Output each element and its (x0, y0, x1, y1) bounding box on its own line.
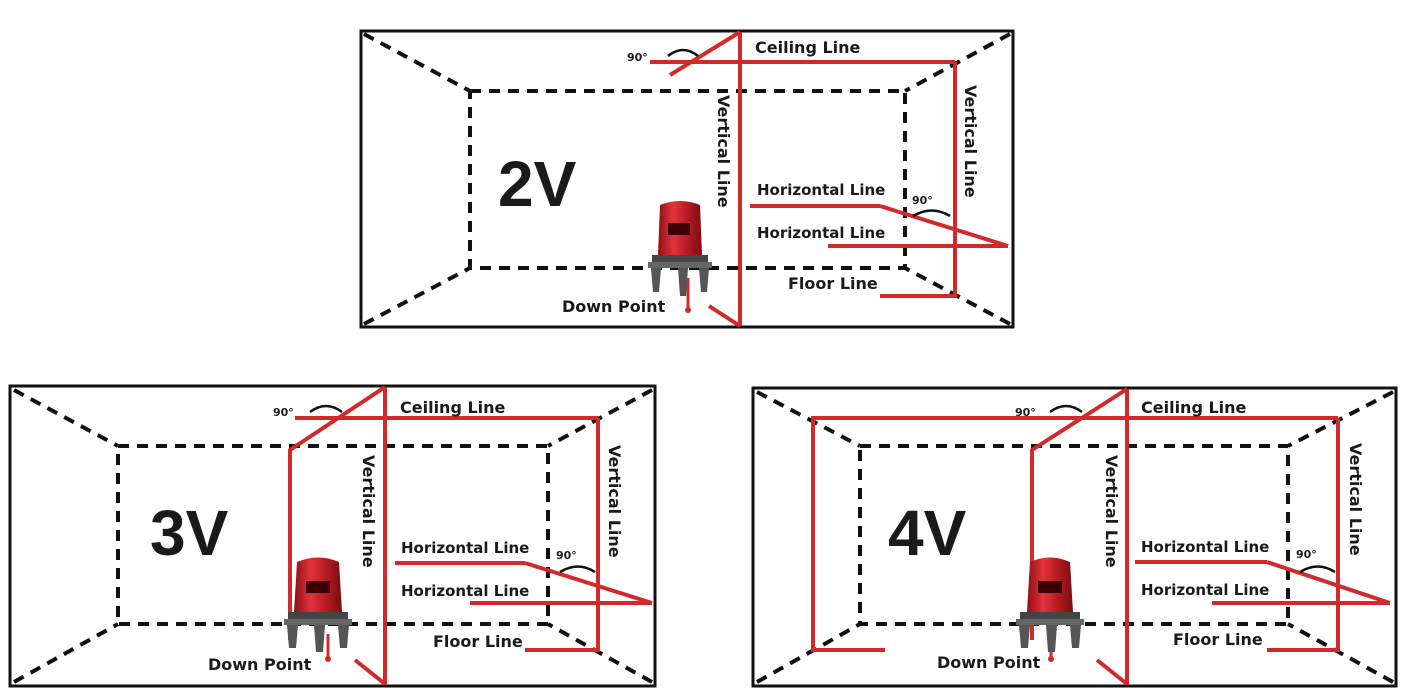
horizontal-line-label-2: Horizontal Line (1141, 581, 1269, 599)
panel-4v: 4V Ceiling Line 90° 90° Vertical Line Ve… (751, 386, 1398, 688)
horizontal-line-label-2: Horizontal Line (401, 582, 529, 600)
rotation-arrow-icon (1299, 565, 1336, 574)
rotation-arrow-icon (667, 48, 699, 58)
rotation-arrow-icon (912, 209, 951, 218)
second-vertical-laser (288, 385, 387, 640)
horizontal-line-label-2: Horizontal Line (757, 224, 885, 242)
ceiling-line-label: Ceiling Line (400, 398, 506, 417)
floor-line-label: Floor Line (1173, 630, 1263, 649)
panel-3v: 3V Ceiling Line 90° 90° Vertical Line Ve… (8, 384, 657, 688)
side-vertical-laser (1267, 418, 1340, 652)
laser-lines (288, 385, 653, 686)
down-point-dot (685, 307, 691, 313)
angle-label-top: 90° (1015, 406, 1036, 419)
room-perspective-lines (756, 390, 1394, 684)
back-vertical-laser (811, 416, 1037, 652)
horizontal-laser-diagonal (1266, 560, 1391, 605)
vertical-line-label: Vertical Line (714, 95, 733, 208)
horizontal-laser-diagonal (524, 561, 653, 605)
horizontal-line-label: Horizontal Line (1141, 538, 1269, 556)
floor-diagonal-laser (353, 658, 387, 686)
angle-label-side: 90° (1296, 548, 1317, 561)
vertical-line-label-side: Vertical Line (961, 85, 980, 198)
laser-level-icon (284, 557, 352, 662)
vertical-diagonal-laser (668, 30, 742, 77)
floor-diagonal-laser (1095, 658, 1129, 686)
ceiling-line-label: Ceiling Line (755, 38, 861, 57)
room-perspective-lines (13, 388, 653, 684)
floor-line-label: Floor Line (433, 632, 523, 651)
angle-label-top: 90° (627, 51, 648, 64)
rotation-arrow-icon (309, 404, 343, 414)
laser-lines (650, 30, 1009, 328)
floor-line-label: Floor Line (788, 274, 878, 293)
room-frame (8, 384, 657, 688)
mode-label: 4V (888, 497, 967, 569)
side-vertical-laser (525, 418, 600, 652)
angle-label-top: 90° (273, 406, 294, 419)
laser-level-icon (1016, 557, 1084, 662)
mode-label: 3V (150, 497, 229, 569)
horizontal-line-label: Horizontal Line (757, 181, 885, 199)
laser-lines (811, 387, 1391, 686)
vertical-line-label-side: Vertical Line (1346, 443, 1365, 556)
down-point-label: Down Point (208, 655, 312, 674)
room-perspective-lines (363, 32, 1011, 326)
panel-2v: 2V Ceiling Line 90° 90° Vertical Line Ve… (359, 29, 1015, 329)
down-point-label: Down Point (562, 297, 666, 316)
ceiling-line-label: Ceiling Line (1141, 398, 1247, 417)
vertical-line-label: Vertical Line (359, 455, 378, 568)
mode-label: 2V (498, 148, 577, 220)
rotation-arrow-icon (559, 565, 596, 574)
vertical-line-label-side: Vertical Line (605, 445, 624, 558)
side-vertical-laser (880, 62, 957, 298)
angle-label-side: 90° (556, 549, 577, 562)
floor-diagonal-laser (707, 304, 742, 328)
room-frame (359, 29, 1015, 329)
laser-level-icon (648, 201, 712, 313)
down-point-dot (1048, 656, 1054, 662)
horizontal-line-label: Horizontal Line (401, 539, 529, 557)
vertical-line-label: Vertical Line (1102, 455, 1121, 568)
angle-label-side: 90° (912, 194, 933, 207)
rotation-arrow-icon (1049, 404, 1083, 414)
horizontal-laser-diagonal (879, 204, 1009, 248)
down-point-label: Down Point (937, 653, 1041, 672)
down-point-dot (325, 656, 331, 662)
room-frame (751, 386, 1398, 688)
